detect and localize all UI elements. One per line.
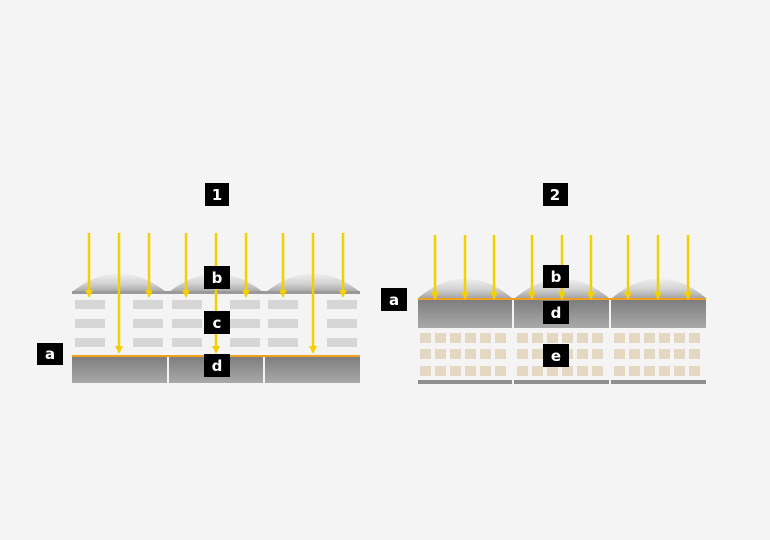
wiring-cell (614, 349, 625, 359)
svg-text:a: a (45, 345, 55, 363)
label-e-panel-2: e (543, 344, 569, 367)
wiring-cell (674, 333, 685, 343)
wiring-cell (629, 333, 640, 343)
wiring-cell (644, 333, 655, 343)
light-rays-panel-2 (430, 235, 693, 301)
wiring-cell (495, 349, 506, 359)
svg-text:d: d (212, 357, 223, 375)
wiring-cell (644, 366, 655, 376)
wiring-cell (562, 333, 573, 343)
wiring-cell (659, 366, 670, 376)
wiring-cell (465, 349, 476, 359)
wiring-cell (420, 349, 431, 359)
wiring-cell (547, 333, 558, 343)
wiring-cell (420, 333, 431, 343)
wiring-cell (435, 333, 446, 343)
wiring-cell (614, 366, 625, 376)
wiring-cell (435, 366, 446, 376)
wiring-cell (517, 366, 528, 376)
wiring-cell (614, 333, 625, 343)
panel-2-number-badge: 2 (543, 183, 568, 206)
panel-1-number-badge: 1 (205, 183, 229, 206)
wiring-cell (592, 349, 603, 359)
wiring-cell (495, 333, 506, 343)
wiring-cell (689, 333, 700, 343)
wiring-cell (629, 366, 640, 376)
wiring-cell (674, 349, 685, 359)
wiring-cell (450, 333, 461, 343)
label-b-panel-1: b (204, 266, 230, 289)
wiring-cell (517, 349, 528, 359)
wiring-cell (689, 349, 700, 359)
wiring-cell (689, 366, 700, 376)
svg-text:b: b (551, 268, 562, 286)
svg-text:b: b (212, 269, 223, 287)
wiring-cell (532, 366, 543, 376)
wiring-cell (450, 366, 461, 376)
svg-text:d: d (551, 304, 562, 322)
wiring-cell (532, 333, 543, 343)
label-d-panel-1: d (204, 354, 230, 377)
wiring-cell (644, 349, 655, 359)
wiring-cell (517, 333, 528, 343)
wiring-cell (577, 366, 588, 376)
wiring-cell (532, 349, 543, 359)
svg-text:2: 2 (550, 186, 560, 204)
label-b-panel-2: b (543, 265, 569, 288)
svg-text:a: a (389, 291, 399, 309)
wiring-cell (480, 333, 491, 343)
label-c-panel-1: c (204, 311, 230, 334)
wiring-cell (465, 366, 476, 376)
wiring-cell (495, 366, 506, 376)
wiring-cell (480, 349, 491, 359)
wiring-cell (592, 366, 603, 376)
wiring-cell (562, 366, 573, 376)
wiring-cell (629, 349, 640, 359)
svg-text:e: e (551, 347, 561, 365)
wiring-cell (480, 366, 491, 376)
wiring-cell (659, 333, 670, 343)
panel-front-illuminated: 1 (37, 183, 360, 383)
wiring-cell (659, 349, 670, 359)
label-a-panel-2: a (381, 288, 407, 311)
wiring-cell (435, 349, 446, 359)
label-d-panel-2: d (543, 301, 569, 324)
wiring-cell (450, 349, 461, 359)
panel-back-illuminated: 2 (381, 183, 706, 384)
wiring-cell (465, 333, 476, 343)
wiring-cell (592, 333, 603, 343)
base-layer (418, 380, 706, 384)
svg-text:1: 1 (212, 186, 222, 204)
wiring-layer-gray (75, 300, 357, 347)
wiring-cell (547, 366, 558, 376)
wiring-cell (674, 366, 685, 376)
label-a-panel-1: a (37, 343, 63, 365)
wiring-layer-beige (420, 333, 700, 376)
wiring-cell (577, 349, 588, 359)
svg-text:c: c (213, 314, 222, 332)
wiring-cell (420, 366, 431, 376)
wiring-cell (577, 333, 588, 343)
